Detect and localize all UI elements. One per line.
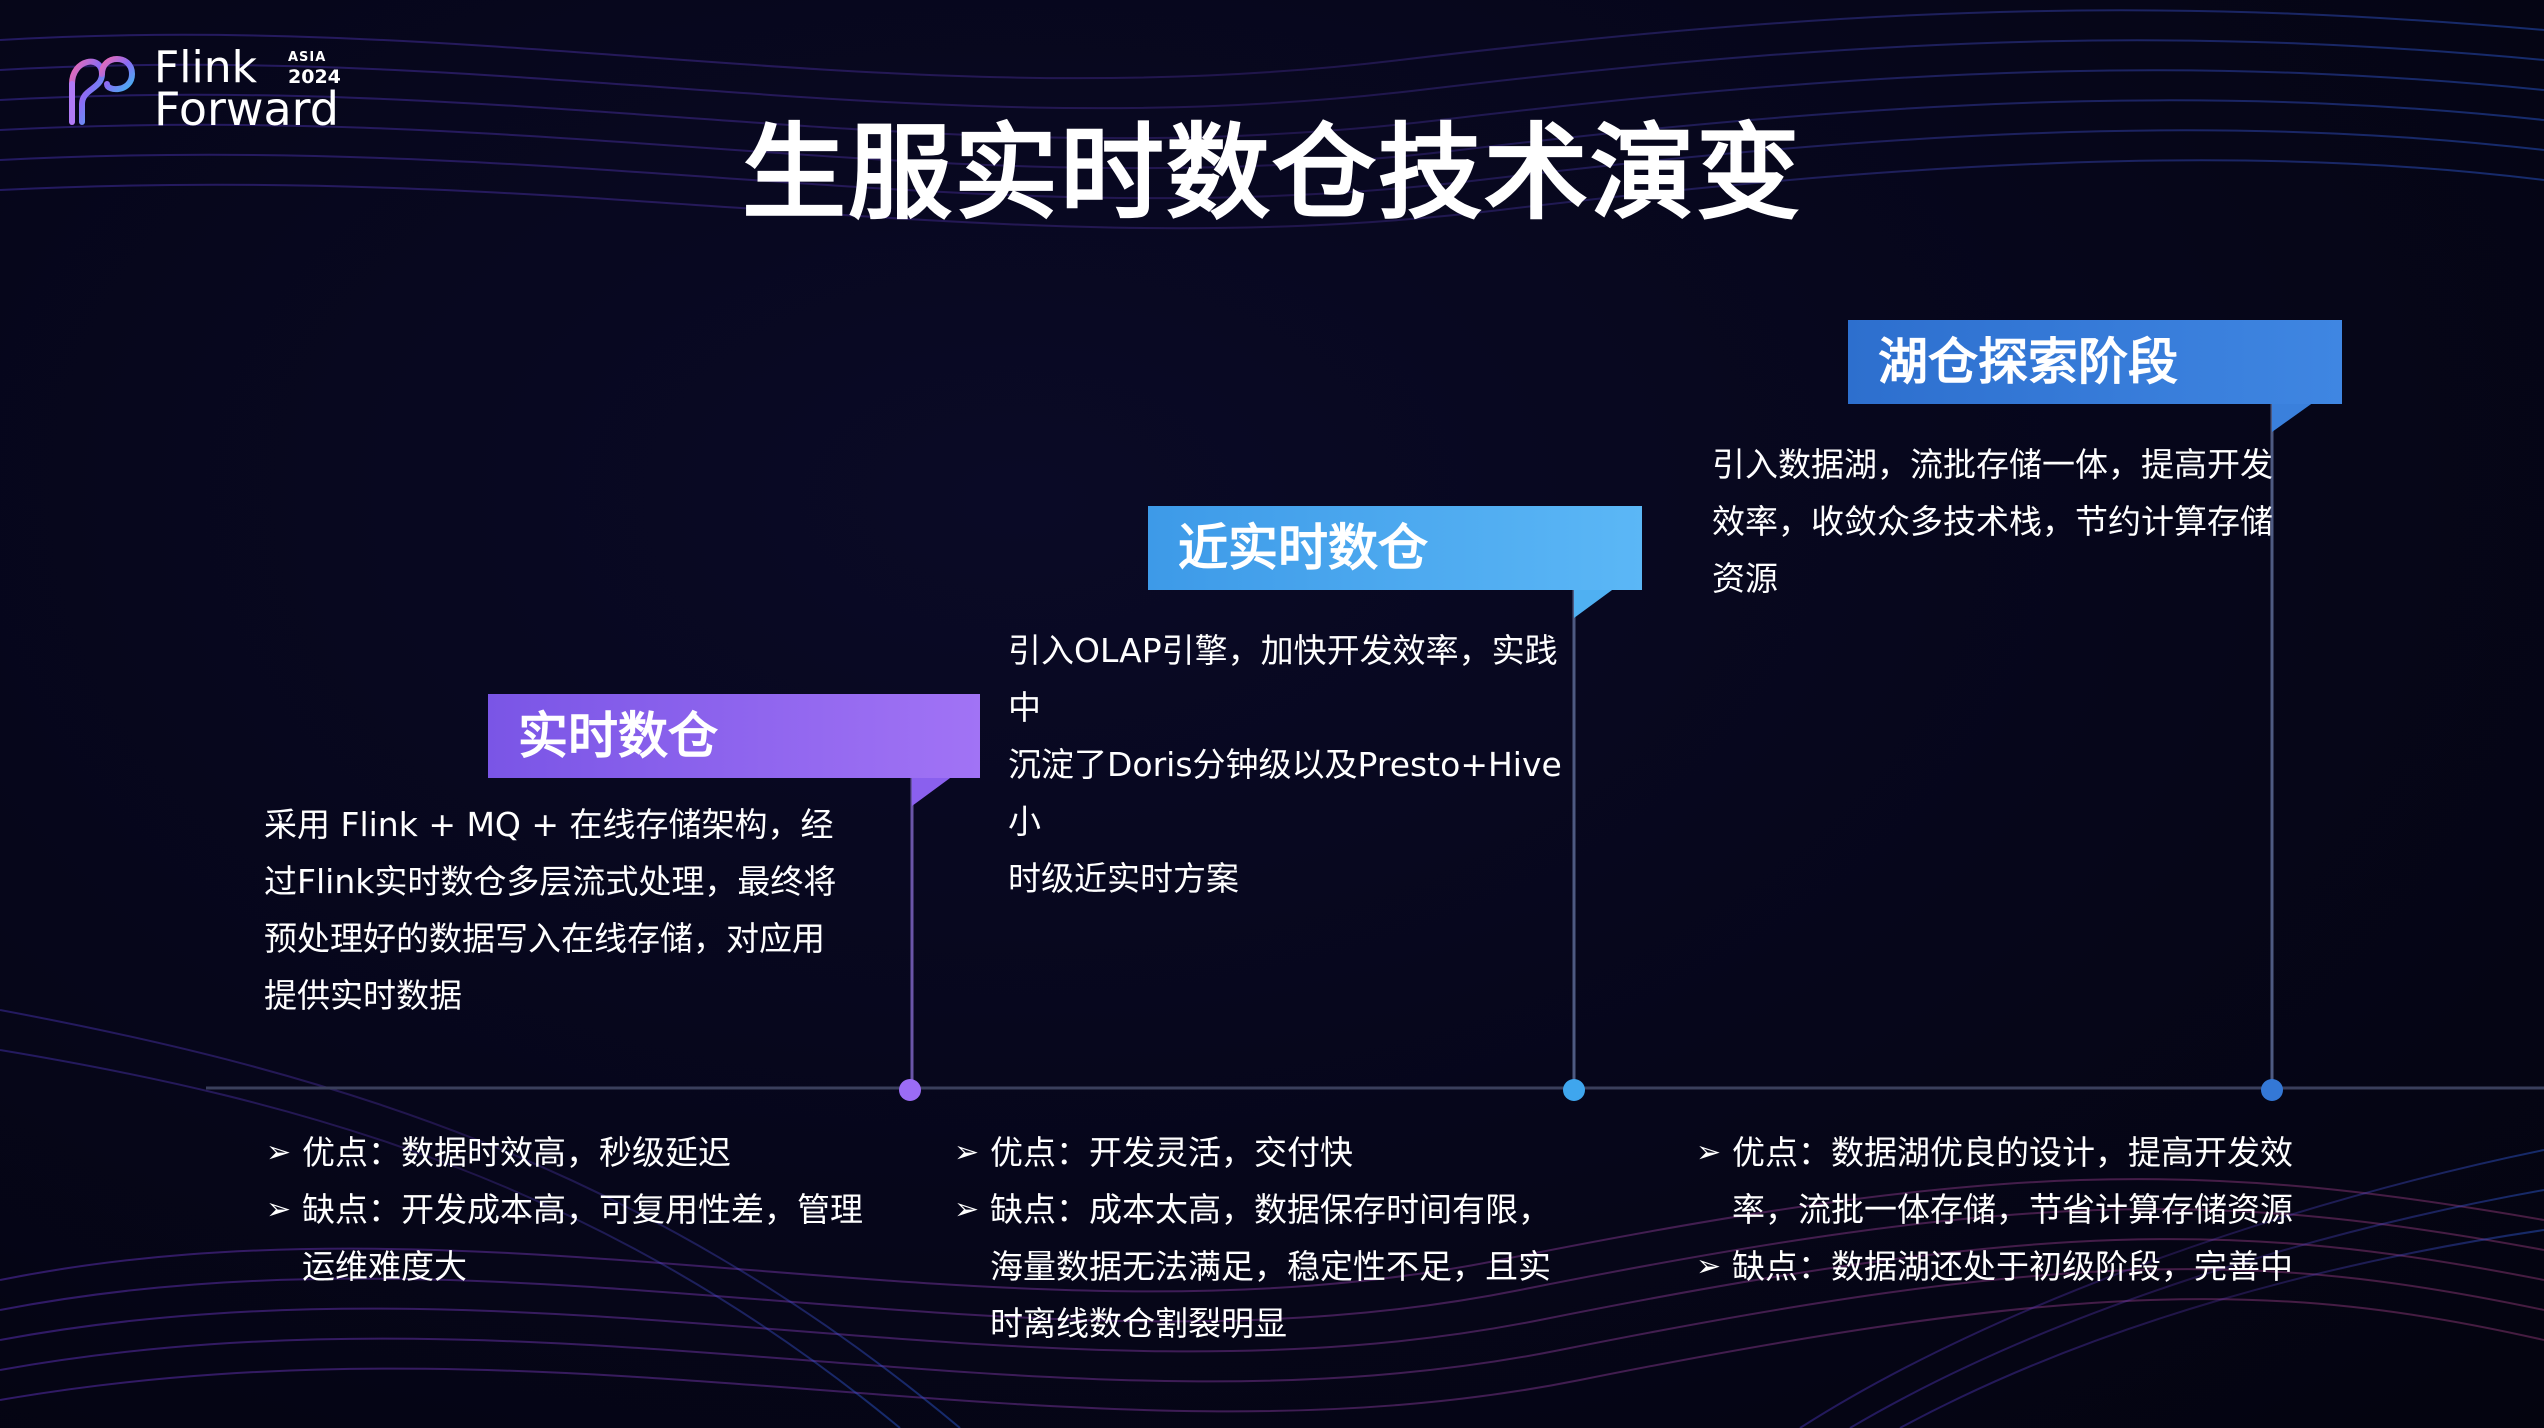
timeline-dot-3 [2261, 1079, 2283, 1101]
description-line: 引入OLAP引擎，加快开发效率，实践中 [1008, 631, 1558, 727]
pros-item: ➢ 优点：开发灵活，交付快 [954, 1124, 1554, 1181]
pros-cons-line: 率，流批一体存储，节省计算存储资源 [1732, 1190, 2293, 1229]
stage-banner-lakehouse: 湖仓探索阶段 [1848, 320, 2342, 404]
arrow-bullet-icon: ➢ [1696, 1249, 1722, 1284]
stage-banner-realtime-dw: 实时数仓 [488, 694, 980, 778]
description-line: 时级近实时方案 [1008, 859, 1239, 898]
stage-banner-near-realtime-dw: 近实时数仓 [1148, 506, 1642, 590]
timeline-dot-1 [899, 1079, 921, 1101]
logo-text-forward: Forward [154, 82, 339, 136]
description-line: 资源 [1712, 559, 1778, 598]
arrow-bullet-icon: ➢ [954, 1135, 980, 1170]
pros-cons-line: 优点：数据湖优良的设计，提高开发效 [1732, 1133, 2293, 1172]
arrow-bullet-icon: ➢ [954, 1192, 980, 1227]
logo-text-flink: Flink [154, 42, 258, 93]
pros-cons-line: 缺点：成本太高，数据保存时间有限， [990, 1190, 1551, 1229]
cons-item: ➢ 缺点：数据湖还处于初级阶段，完善中 [1696, 1238, 2296, 1295]
slide-title: 生服实时数仓技术演变 [741, 112, 1802, 234]
flink-forward-logo: Flink Forward ASIA 2024 [62, 40, 362, 140]
description-line: 引入数据湖，流批存储一体，提高开发 [1712, 445, 2273, 484]
description-line: 过Flink实时数仓多层流式处理，最终将 [264, 862, 837, 901]
pros-cons-line: 海量数据无法满足，稳定性不足，且实 [990, 1247, 1551, 1286]
pros-cons-line: 运维难度大 [302, 1247, 467, 1286]
description-line: 提供实时数据 [264, 976, 462, 1015]
pros-cons-line: 缺点：开发成本高，可复用性差，管理 [302, 1190, 863, 1229]
description-line: 效率，收敛众多技术栈，节约计算存储 [1712, 502, 2273, 541]
pros-cons-2: ➢ 优点：开发灵活，交付快 ➢ 缺点：成本太高，数据保存时间有限， 海量数据无法… [954, 1124, 1554, 1352]
pros-item: ➢ 优点：数据湖优良的设计，提高开发效 率，流批一体存储，节省计算存储资源 [1696, 1124, 2296, 1238]
pros-item: ➢ 优点：数据时效高，秒级延迟 [266, 1124, 866, 1181]
description-line: 采用 Flink + MQ + 在线存储架构，经 [264, 805, 834, 844]
logo-year: 2024 [288, 66, 341, 88]
pros-cons-line: 优点：开发灵活，交付快 [990, 1133, 1353, 1172]
logo-region: ASIA [288, 50, 327, 65]
pros-cons-line: 优点：数据时效高，秒级延迟 [302, 1133, 731, 1172]
timeline-dot-2 [1563, 1079, 1585, 1101]
flink-forward-logo-icon [69, 56, 136, 125]
arrow-bullet-icon: ➢ [1696, 1135, 1722, 1170]
pros-cons-3: ➢ 优点：数据湖优良的设计，提高开发效 率，流批一体存储，节省计算存储资源 ➢ … [1696, 1124, 2296, 1295]
arrow-bullet-icon: ➢ [266, 1192, 292, 1227]
cons-item: ➢ 缺点：开发成本高，可复用性差，管理 运维难度大 [266, 1181, 866, 1295]
description-line: 沉淀了Doris分钟级以及Presto+Hive小 [1008, 745, 1562, 841]
pros-cons-line: 时离线数仓割裂明显 [990, 1304, 1287, 1343]
cons-item: ➢ 缺点：成本太高，数据保存时间有限， 海量数据无法满足，稳定性不足，且实 时离… [954, 1181, 1554, 1352]
pros-cons-1: ➢ 优点：数据时效高，秒级延迟 ➢ 缺点：开发成本高，可复用性差，管理 运维难度… [266, 1124, 866, 1295]
description-line: 预处理好的数据写入在线存储，对应用 [264, 919, 825, 958]
pros-cons-line: 缺点：数据湖还处于初级阶段，完善中 [1732, 1247, 2293, 1286]
stage-description-3: 引入数据湖，流批存储一体，提高开发 效率，收敛众多技术栈，节约计算存储 资源 [1712, 436, 2292, 607]
arrow-bullet-icon: ➢ [266, 1135, 292, 1170]
stage-description-1: 采用 Flink + MQ + 在线存储架构，经 过Flink实时数仓多层流式处… [264, 796, 844, 1024]
stage-description-2: 引入OLAP引擎，加快开发效率，实践中 沉淀了Doris分钟级以及Presto+… [1008, 622, 1588, 907]
